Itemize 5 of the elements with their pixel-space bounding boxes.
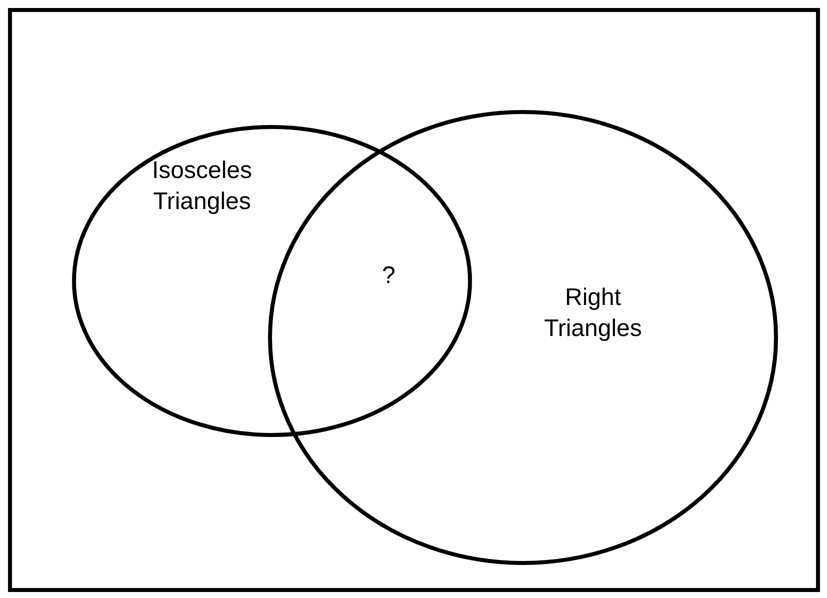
set-ellipse — [72, 125, 472, 437]
intersection-label: ? — [382, 262, 396, 290]
set-label: Right Triangles — [543, 283, 643, 344]
set-label: Isosceles Triangles — [150, 156, 254, 217]
set-ellipse — [268, 110, 778, 565]
